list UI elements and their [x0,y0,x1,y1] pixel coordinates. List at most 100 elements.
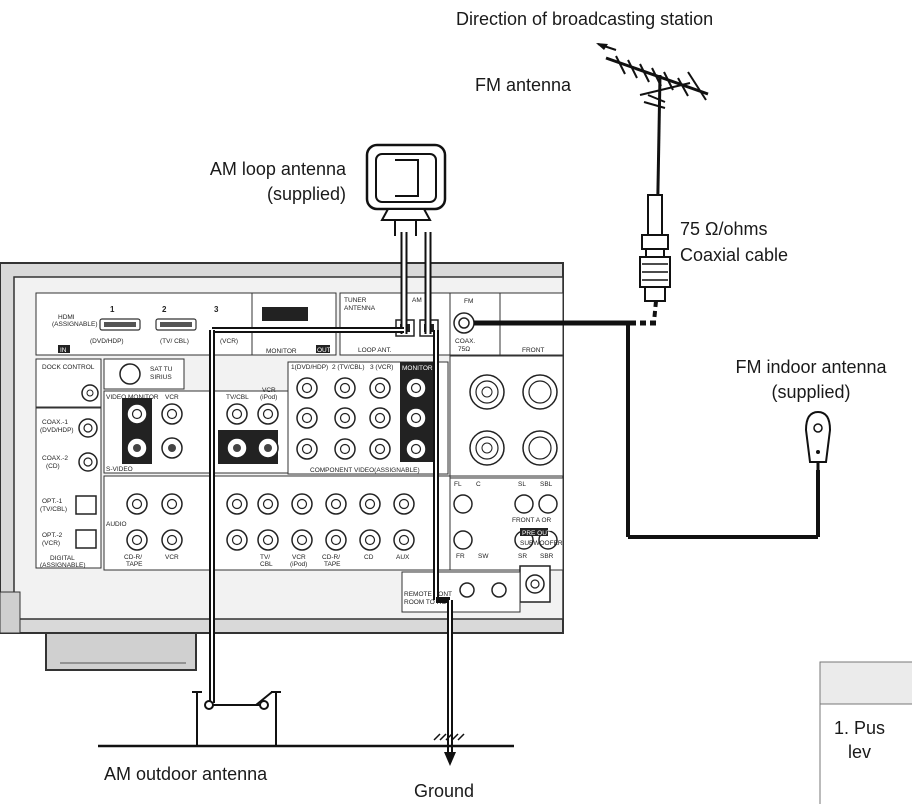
svg-text:75Ω: 75Ω [458,346,470,353]
video-svideo-section: VIDEO MONITOR S-VIDEO VCR TV/CBL VCR (iP… [103,387,289,474]
sbr-label: SBR [540,553,554,560]
hdmi-in-badge: IN [60,347,67,354]
sr-label: SR [518,553,527,560]
am-loop-antenna [365,143,447,334]
svg-text:(TV/CBL): (TV/CBL) [40,506,67,513]
tuner-antenna-section: TUNER ANTENNA AM LOOP ANT. FM COAX. 75Ω … [339,292,564,356]
svg-text:(DVD/HDP): (DVD/HDP) [40,427,74,434]
svg-text:(CD): (CD) [46,463,60,470]
dock-sat-section: DOCK CONTROL SAT TU SIRIUS [35,358,185,408]
hdmi-title: HDMI [58,314,75,321]
svg-text:(VCR): (VCR) [42,540,60,547]
fm-indoor-antenna-label-line2: (supplied) [771,382,851,402]
loop-ant-label: LOOP ANT. [358,347,392,354]
svg-text:COAX.-2: COAX.-2 [42,455,68,462]
hdmi-2-sub: (TV/ CBL) [160,338,189,345]
svg-text:COAX.-1: COAX.-1 [42,419,68,426]
c-label: C [476,481,481,488]
am-loop-antenna-label-line1: AM loop antenna [209,159,346,179]
svg-text:CD-R/: CD-R/ [322,554,340,561]
hdmi-3-sub: (VCR) [220,338,238,345]
fm-indoor-antenna [626,323,832,539]
front-speaker-terminals [449,355,564,477]
svg-text:VIDEO: VIDEO [106,394,126,401]
aux-label: AUX [396,554,410,561]
fm-indoor-antenna-label-line1: FM indoor antenna [735,357,887,377]
svg-text:VCR: VCR [165,394,179,401]
remote-control-section: REMOTE CONT ROOM TO RO [401,571,521,613]
svg-text:SAT TU: SAT TU [150,366,173,373]
fl-label: FL [454,481,462,488]
table-fragment [819,661,912,804]
fm-antenna [596,43,709,301]
hdmi-monitor-port [262,307,308,321]
svg-text:TV/CBL: TV/CBL [226,394,249,401]
table-text-line1: 1. Pus [834,718,886,738]
dock-control-label: DOCK CONTROL [42,364,95,371]
svg-text:ANTENNA: ANTENNA [344,305,376,312]
speaker-preout-section: FL C SL SBL FR SW SR SBR FRONT A OR PRE … [449,477,564,603]
svideo-label: S-VIDEO [106,466,133,473]
hdmi-1-number: 1 [110,305,115,314]
comp-title: COMPONENT VIDEO(ASSIGNABLE) [310,467,420,474]
svg-text:(ASSIGNABLE): (ASSIGNABLE) [52,321,98,328]
pre-out-label: PRE OUT [522,530,551,537]
svg-text:COAX.: COAX. [455,338,475,345]
svg-text:CD-R/: CD-R/ [124,554,142,561]
sbl-label: SBL [540,481,553,488]
coax-label-line1: 75 Ω/ohms [680,219,768,239]
component-video-section: 1(DVD/HDP) 2 (TV/CBL) 3 (VCR) MONITOR [287,361,449,475]
comp-2-label: 2 (TV/CBL) [332,364,365,371]
fr-label: FR [456,553,465,560]
svg-text:ROOM TO RO: ROOM TO RO [404,599,446,606]
svg-text:TV/: TV/ [260,554,270,561]
sl-label: SL [518,481,526,488]
front-label: FRONT [522,347,544,354]
out-badge: OUT [317,347,331,354]
svg-text:MONITOR: MONITOR [402,365,433,372]
am-outdoor-antenna-wiring [209,327,453,752]
fm-antenna-label: FM antenna [475,75,572,95]
table-text-line2: lev [848,742,872,762]
broadcast-direction-label: Direction of broadcasting station [456,9,714,29]
svg-text:TUNER: TUNER [344,297,367,304]
hdmi-section: HDMI (ASSIGNABLE) 1 (DVD/HDP) 2 (TV/ CBL… [35,292,337,356]
am-outdoor-antenna [192,691,281,745]
svg-text:VCR: VCR [292,554,306,561]
ground-plane [98,733,514,766]
svg-text:(ASSIGNABLE): (ASSIGNABLE) [40,562,86,569]
monitor-label: MONITOR [266,348,297,355]
comp-3-label: 3 (VCR) [370,364,393,371]
hdmi-2-number: 2 [162,305,167,314]
svg-text:OPT.-1: OPT.-1 [42,498,63,505]
svg-text:(iPod): (iPod) [260,394,277,401]
am-label: AM [412,297,422,304]
cd-label: CD [364,554,374,561]
svg-text:REMOTE CONT: REMOTE CONT [404,591,452,598]
digital-inputs-section: COAX.-1 (DVD/HDP) COAX.-2 (CD) OPT.-1 (T… [35,407,102,569]
fm-label: FM [464,298,473,305]
svg-text:TAPE: TAPE [324,561,341,568]
sat-din-jack [119,363,141,385]
coaxial-cable [474,194,671,326]
sw-label: SW [478,553,489,560]
coax-label-line2: Coaxial cable [680,245,789,265]
hdmi-1-sub: (DVD/HDP) [90,338,124,345]
svg-text:(iPod): (iPod) [290,561,307,568]
subwoofer-label: SUBWOOFER [520,540,563,547]
am-outdoor-antenna-label: AM outdoor antenna [104,764,268,784]
svg-text:VCR: VCR [262,387,276,394]
svg-text:CBL: CBL [260,561,273,568]
svg-text:DIGITAL: DIGITAL [50,555,75,562]
audio-inputs-section: AUDIO CD-R/TAPE VCR TV/CBL VCR(iPod) CD-… [103,475,451,571]
am-loop-antenna-label-line2: (supplied) [266,184,346,204]
hdmi-3-number: 3 [214,305,219,314]
ground-label: Ground [414,781,475,801]
front-a-or-label: FRONT A OR [512,517,552,524]
audio-vcr-label: VCR [165,554,179,561]
svg-text:TAPE: TAPE [126,561,143,568]
svg-text:OPT.-2: OPT.-2 [42,532,63,539]
svg-text:SIRIUS: SIRIUS [150,374,172,381]
